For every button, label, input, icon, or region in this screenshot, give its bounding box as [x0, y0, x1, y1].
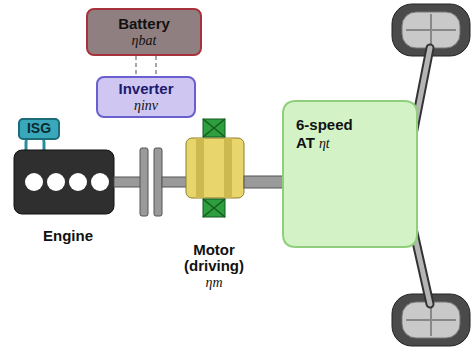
- cylinder: [47, 173, 65, 191]
- efficiency-symbol: ηbat: [132, 33, 157, 48]
- cylinder: [25, 173, 43, 191]
- stator-winding: [203, 119, 225, 137]
- battery-box: Batteryηbat: [86, 8, 202, 56]
- stator: [203, 199, 225, 217]
- efficiency-symbol: ηm: [205, 275, 222, 290]
- clutch-disc: [154, 148, 162, 216]
- shaft: [114, 177, 142, 187]
- node-label: Inverter: [118, 81, 173, 98]
- cylinder: [69, 173, 87, 191]
- rotor: [186, 138, 244, 198]
- stator-winding: [203, 199, 225, 217]
- shaft: [162, 177, 188, 187]
- transmission-housing: [283, 101, 417, 247]
- rotor-band: [196, 138, 204, 198]
- node-label: Battery: [118, 16, 170, 33]
- rotor-band: [224, 138, 232, 198]
- text-group: Engine: [8, 228, 128, 245]
- dashed-line: [155, 56, 156, 76]
- efficiency-symbol: ηt: [319, 136, 330, 151]
- engine-unit: Engine: [8, 144, 128, 244]
- dashed-line: [135, 56, 136, 76]
- efficiency-symbol: ηinv: [134, 98, 158, 113]
- inverter-box: Inverterηinv: [96, 76, 196, 118]
- output-shaft: [244, 176, 286, 188]
- text-group: Motor (driving)ηm: [172, 242, 256, 290]
- isg-box: ISG: [18, 118, 60, 140]
- rim: [402, 12, 460, 48]
- node-label: Engine: [43, 228, 93, 245]
- signal-wire: [72, 118, 84, 119]
- text-group: 6-speed ATηt: [296, 116, 370, 152]
- cylinder: [91, 173, 109, 191]
- node-label: Motor (driving): [172, 242, 256, 275]
- stator: [203, 119, 225, 137]
- transmission-box: 6-speed ATηt: [282, 100, 418, 248]
- node-label: ISG: [27, 121, 51, 136]
- motor-unit: Motor (driving)ηm: [166, 118, 262, 290]
- flywheel: [140, 148, 148, 216]
- spoke: [430, 304, 432, 336]
- spoke: [430, 14, 432, 46]
- engine-block: [14, 150, 114, 214]
- signal-wire: [136, 56, 156, 76]
